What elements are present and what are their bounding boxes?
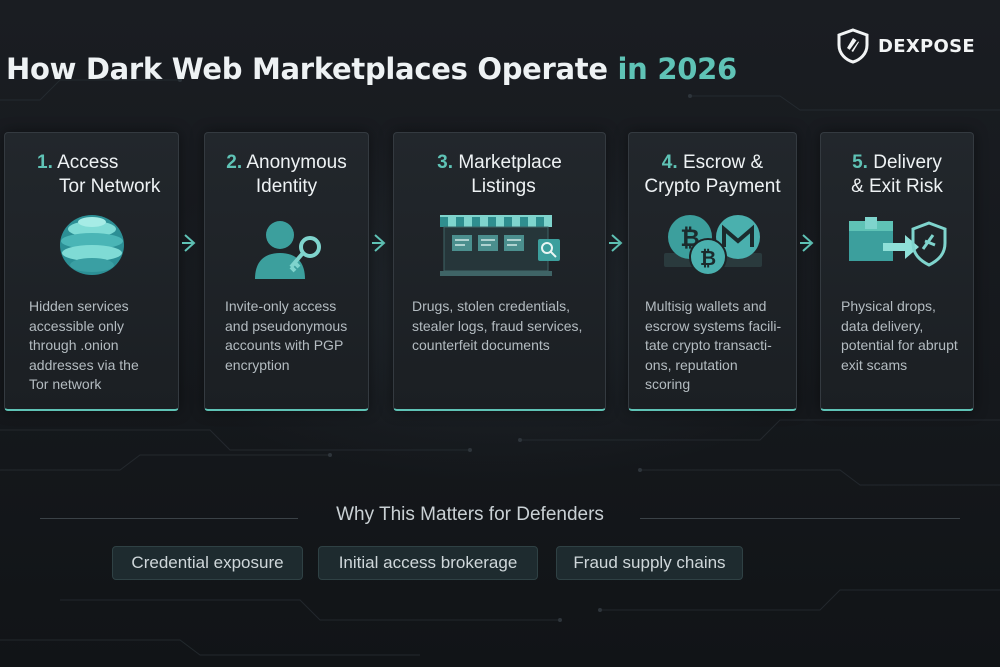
desc-line: escrow systems facili- (645, 317, 782, 334)
divider-right (640, 518, 960, 519)
brand-logo: DEXPOSE (836, 28, 975, 64)
step-title: 1. Access Tor Network (5, 151, 178, 199)
step-title-line2: & Exit Risk (851, 176, 943, 197)
step-title-line2: Tor Network (59, 176, 161, 197)
desc-line: Multisig wallets and (645, 298, 767, 314)
shield-logo-icon (837, 28, 869, 64)
step-title-line2: Crypto Payment (644, 176, 781, 197)
step-description: Invite-only access and pseudonymous acco… (225, 297, 354, 375)
title-accent: in 2026 (617, 52, 738, 86)
desc-line: stealer logs, fraud services, (412, 317, 583, 334)
desc-line: accounts with PGP (225, 337, 344, 353)
desc-line: data delivery, (841, 317, 924, 334)
chevron-right-icon (372, 234, 386, 252)
step-title-line1: Escrow & (682, 152, 764, 173)
step-description: Drugs, stolen credentials, stealer logs,… (412, 297, 591, 356)
desc-line: Invite-only access (225, 298, 337, 314)
desc-line: Tor network (29, 376, 102, 392)
step-card-access-tor: 1. Access Tor Network Hidden services ac… (4, 132, 179, 411)
step-number: 5. (852, 152, 868, 173)
desc-line: addresses via the (29, 356, 139, 373)
desc-line: Physical drops, (841, 298, 936, 314)
step-title-line1: Marketplace (458, 152, 562, 173)
desc-line: Drugs, stolen credentials, (412, 298, 570, 314)
desc-line: ons, reputation scoring (645, 356, 738, 393)
step-title-line1: Access (57, 152, 119, 173)
desc-line: Hidden services (29, 298, 129, 314)
step-title-line2: Identity (255, 176, 318, 197)
brand-name: DEXPOSE (878, 35, 975, 57)
step-card-marketplace-listings: 3. Marketplace Listings Drugs, stolen cr… (393, 132, 606, 411)
step-number: 1. (37, 152, 53, 173)
step-card-delivery-exit: 5. Delivery & Exit Risk Physical drops, … (820, 132, 974, 411)
tag-credential-exposure: Credential exposure (112, 546, 303, 580)
step-title: 5. Delivery & Exit Risk (821, 151, 973, 199)
step-title-line2: Listings (471, 176, 536, 197)
chevron-right-icon (182, 234, 196, 252)
step-title: 4. Escrow & Crypto Payment (629, 151, 796, 199)
page-title: How Dark Web Marketplaces Operate in 202… (6, 52, 737, 86)
step-description: Physical drops, data delivery, potential… (841, 297, 959, 375)
desc-line: counterfeit documents (412, 337, 550, 353)
step-title-line1: Anonymous (246, 152, 347, 173)
step-number: 2. (226, 152, 243, 173)
step-number: 3. (437, 152, 454, 173)
chevron-right-icon (800, 234, 814, 252)
step-title: 3. Marketplace Listings (394, 151, 605, 199)
desc-line: through .onion (29, 337, 119, 353)
desc-line: and pseudonymous (225, 317, 348, 334)
desc-line: exit scams (841, 356, 908, 373)
user-key-icon (205, 213, 368, 283)
package-shield-icon (821, 213, 973, 283)
desc-line: accessible only (29, 317, 124, 334)
step-description: Hidden services accessible only through … (29, 297, 164, 395)
desc-line: encryption (225, 356, 290, 373)
step-number: 4. (661, 152, 678, 173)
tag-fraud-supply-chains: Fraud supply chains (556, 546, 743, 580)
step-title: 2. Anonymous Identity (205, 151, 368, 199)
step-description: Multisig wallets and escrow systems faci… (645, 297, 782, 395)
chevron-right-icon (609, 234, 623, 252)
storefront-icon (394, 213, 605, 283)
step-card-escrow-crypto: 4. Escrow & Crypto Payment ₿ ₿ Multisig … (628, 132, 797, 411)
crypto-coins-icon: ₿ ₿ (629, 213, 796, 283)
title-main: How Dark Web Marketplaces Operate (6, 52, 618, 86)
onion-globe-icon (5, 213, 178, 283)
why-section-title: Why This Matters for Defenders (336, 504, 604, 525)
svg-text:₿: ₿ (699, 246, 715, 270)
step-card-anonymous-identity: 2. Anonymous Identity Invite-only access… (204, 132, 369, 411)
divider-left (40, 518, 298, 519)
step-title-line1: Delivery (873, 152, 942, 173)
desc-line: potential for abrupt (841, 337, 958, 353)
desc-line: tate crypto transacti- (645, 337, 772, 353)
tag-initial-access-brokerage: Initial access brokerage (318, 546, 538, 580)
